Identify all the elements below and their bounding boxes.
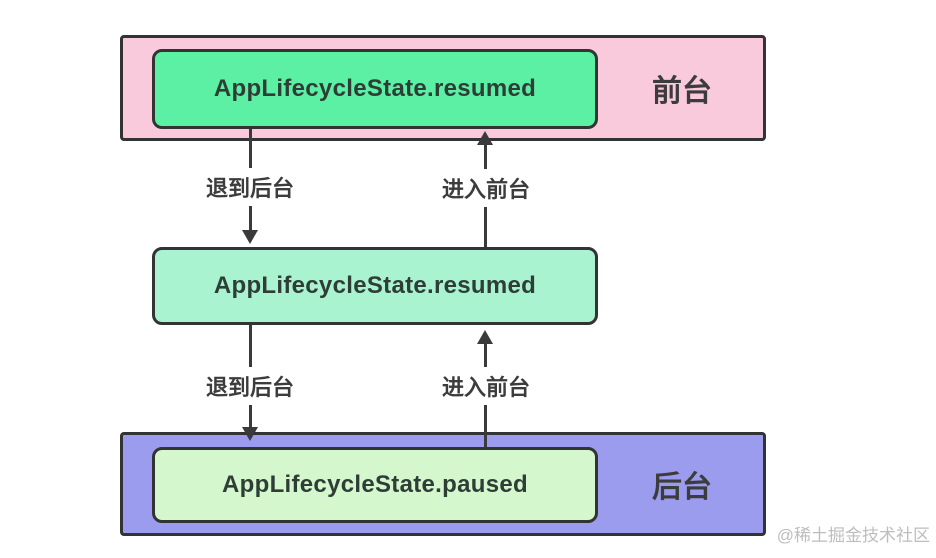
arrow-head-down-2 [242, 427, 258, 441]
state-box-resumed-foreground: AppLifecycleState.resumed [152, 49, 598, 129]
arrow-head-up-1 [477, 131, 493, 145]
arrow-head-down-1 [242, 230, 258, 244]
background-zone-label: 后台 [652, 471, 712, 504]
transition-label-to-foreground-1: 进入前台 [437, 169, 535, 207]
arrow-head-up-2 [477, 330, 493, 344]
watermark: @稀土掘金技术社区 [776, 526, 930, 545]
transition-label-to-background-2: 退到后台 [201, 367, 299, 405]
foreground-zone-label: 前台 [652, 75, 712, 108]
state-box-paused-background: AppLifecycleState.paused [152, 447, 598, 523]
state-box-resumed-middle: AppLifecycleState.resumed [152, 247, 598, 325]
transition-label-to-foreground-2: 进入前台 [437, 367, 535, 405]
transition-label-to-background-1: 退到后台 [201, 168, 299, 206]
